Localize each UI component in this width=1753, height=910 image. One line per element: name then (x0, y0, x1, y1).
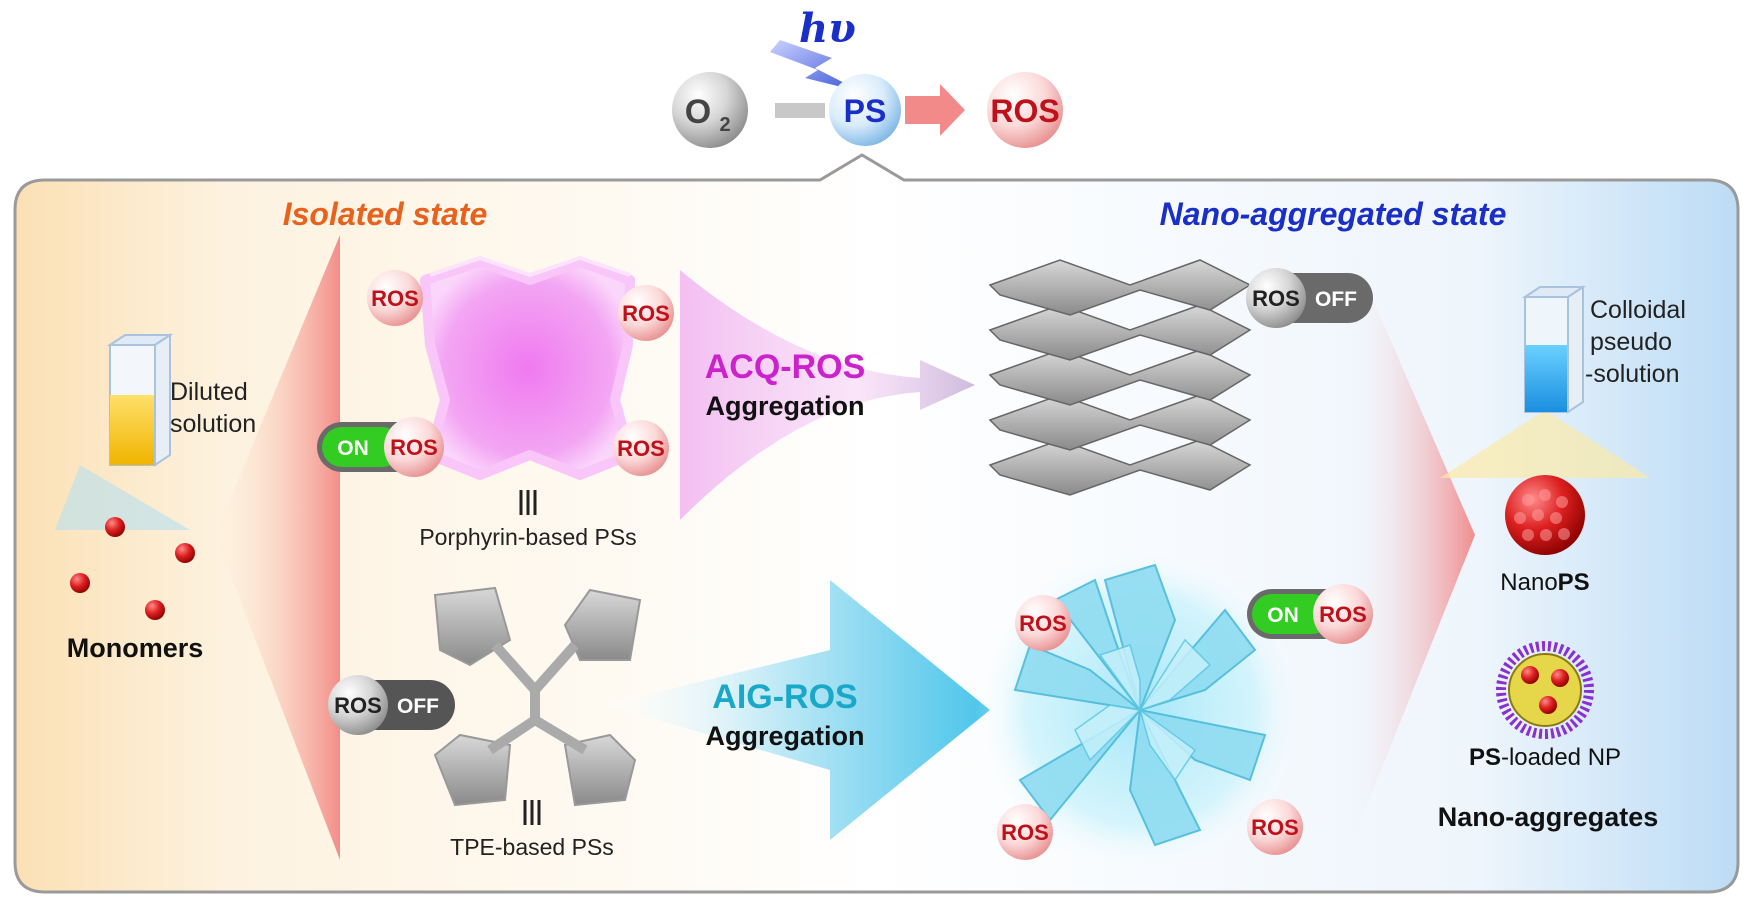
left-fan (215, 235, 340, 860)
o2-subscript: 2 (719, 114, 730, 136)
ros-label: ROS (990, 93, 1059, 129)
equivalence-mark (519, 490, 537, 515)
flower-ros-badge: ROS (997, 804, 1053, 860)
o2-sphere (672, 72, 748, 148)
isolated-state-title: Isolated state (283, 196, 488, 232)
diluted-label-line2: solution (170, 410, 256, 438)
psnp-bold: PS (1469, 744, 1501, 771)
on-text: ON (337, 437, 369, 460)
colloidal-label-line2: pseudo (1590, 328, 1672, 356)
tpe-off-switch: ROS OFF (328, 675, 455, 735)
diluted-vial (55, 333, 190, 530)
colloidal-label-line1: Colloidal (1590, 296, 1686, 324)
monomer-dot (70, 573, 90, 593)
porphyrin-ros-badge: ROS (613, 420, 669, 476)
nanops-label: NanoPS (1500, 569, 1589, 596)
nanops-particle (1505, 475, 1585, 555)
off-text: OFF (1315, 288, 1357, 311)
light-label: hυ (799, 5, 856, 52)
nano-aggregates-label: Nano-aggregates (1438, 802, 1659, 832)
ps-loaded-np (1496, 641, 1594, 739)
diluted-label-line1: Diluted (170, 378, 248, 406)
ros-text: ROS (622, 301, 670, 326)
ros-text: ROS (334, 693, 382, 718)
aig-arrow (605, 580, 990, 840)
monomer-dot (145, 600, 165, 620)
nanops-prefix: Nano (1500, 569, 1557, 596)
monomer-dot (105, 517, 125, 537)
flower-on-switch: ON ROS (1247, 584, 1373, 644)
o2-label: O (685, 93, 711, 131)
stacked-sheets (988, 259, 1252, 496)
psnp-suffix: -loaded NP (1501, 744, 1621, 771)
acq-ros-title: ACQ-ROS (705, 348, 866, 386)
colloidal-label-line3: -solution (1585, 360, 1680, 388)
ros-text: ROS (371, 286, 419, 311)
o2-connector (775, 103, 825, 118)
right-fan (1345, 235, 1475, 860)
porphyrin-molecule (420, 255, 635, 480)
aig-ros-title: AIG-ROS (712, 678, 857, 716)
aig-aggregation-label: Aggregation (706, 721, 865, 751)
equivalence-mark (523, 800, 541, 825)
flower-ros-badge: ROS (1015, 595, 1071, 651)
monomers-label: Monomers (67, 633, 204, 663)
porphyrin-ros-badge: ROS (618, 285, 674, 341)
ros-text: ROS (617, 436, 665, 461)
monomer-dot (175, 543, 195, 563)
ros-arrow (905, 84, 965, 136)
nanops-bold: PS (1558, 569, 1590, 596)
ros-text: ROS (390, 435, 438, 460)
ros-sphere (987, 72, 1063, 148)
flower-ros-badge: ROS (1247, 799, 1303, 855)
ros-text: ROS (1001, 820, 1049, 845)
on-text: ON (1267, 604, 1299, 627)
ps-label: PS (844, 93, 887, 129)
acq-aggregation-label: Aggregation (706, 391, 865, 421)
ros-text: ROS (1319, 602, 1367, 627)
porphyrin-caption: Porphyrin-based PSs (419, 524, 636, 550)
light-bolt-icon (770, 40, 862, 92)
off-text: OFF (397, 695, 439, 718)
porphyrin-ros-badge: ROS (367, 270, 423, 326)
aggregated-state-title: Nano-aggregated state (1160, 196, 1507, 232)
tpe-molecule (433, 586, 642, 807)
ros-text: ROS (1252, 286, 1300, 311)
ps-loaded-np-label: PS-loaded NP (1469, 744, 1621, 771)
tpe-caption: TPE-based PSs (450, 834, 614, 860)
top-reaction: hυ O 2 PS ROS (672, 5, 1063, 148)
ps-sphere (829, 74, 901, 146)
colloidal-vial (1440, 285, 1650, 478)
ros-text: ROS (1251, 815, 1299, 840)
acq-arrow (680, 270, 975, 520)
porphyrin-on-switch: ON ROS (317, 417, 444, 477)
ros-text: ROS (1019, 611, 1067, 636)
stack-off-switch: ROS OFF (1246, 268, 1373, 328)
